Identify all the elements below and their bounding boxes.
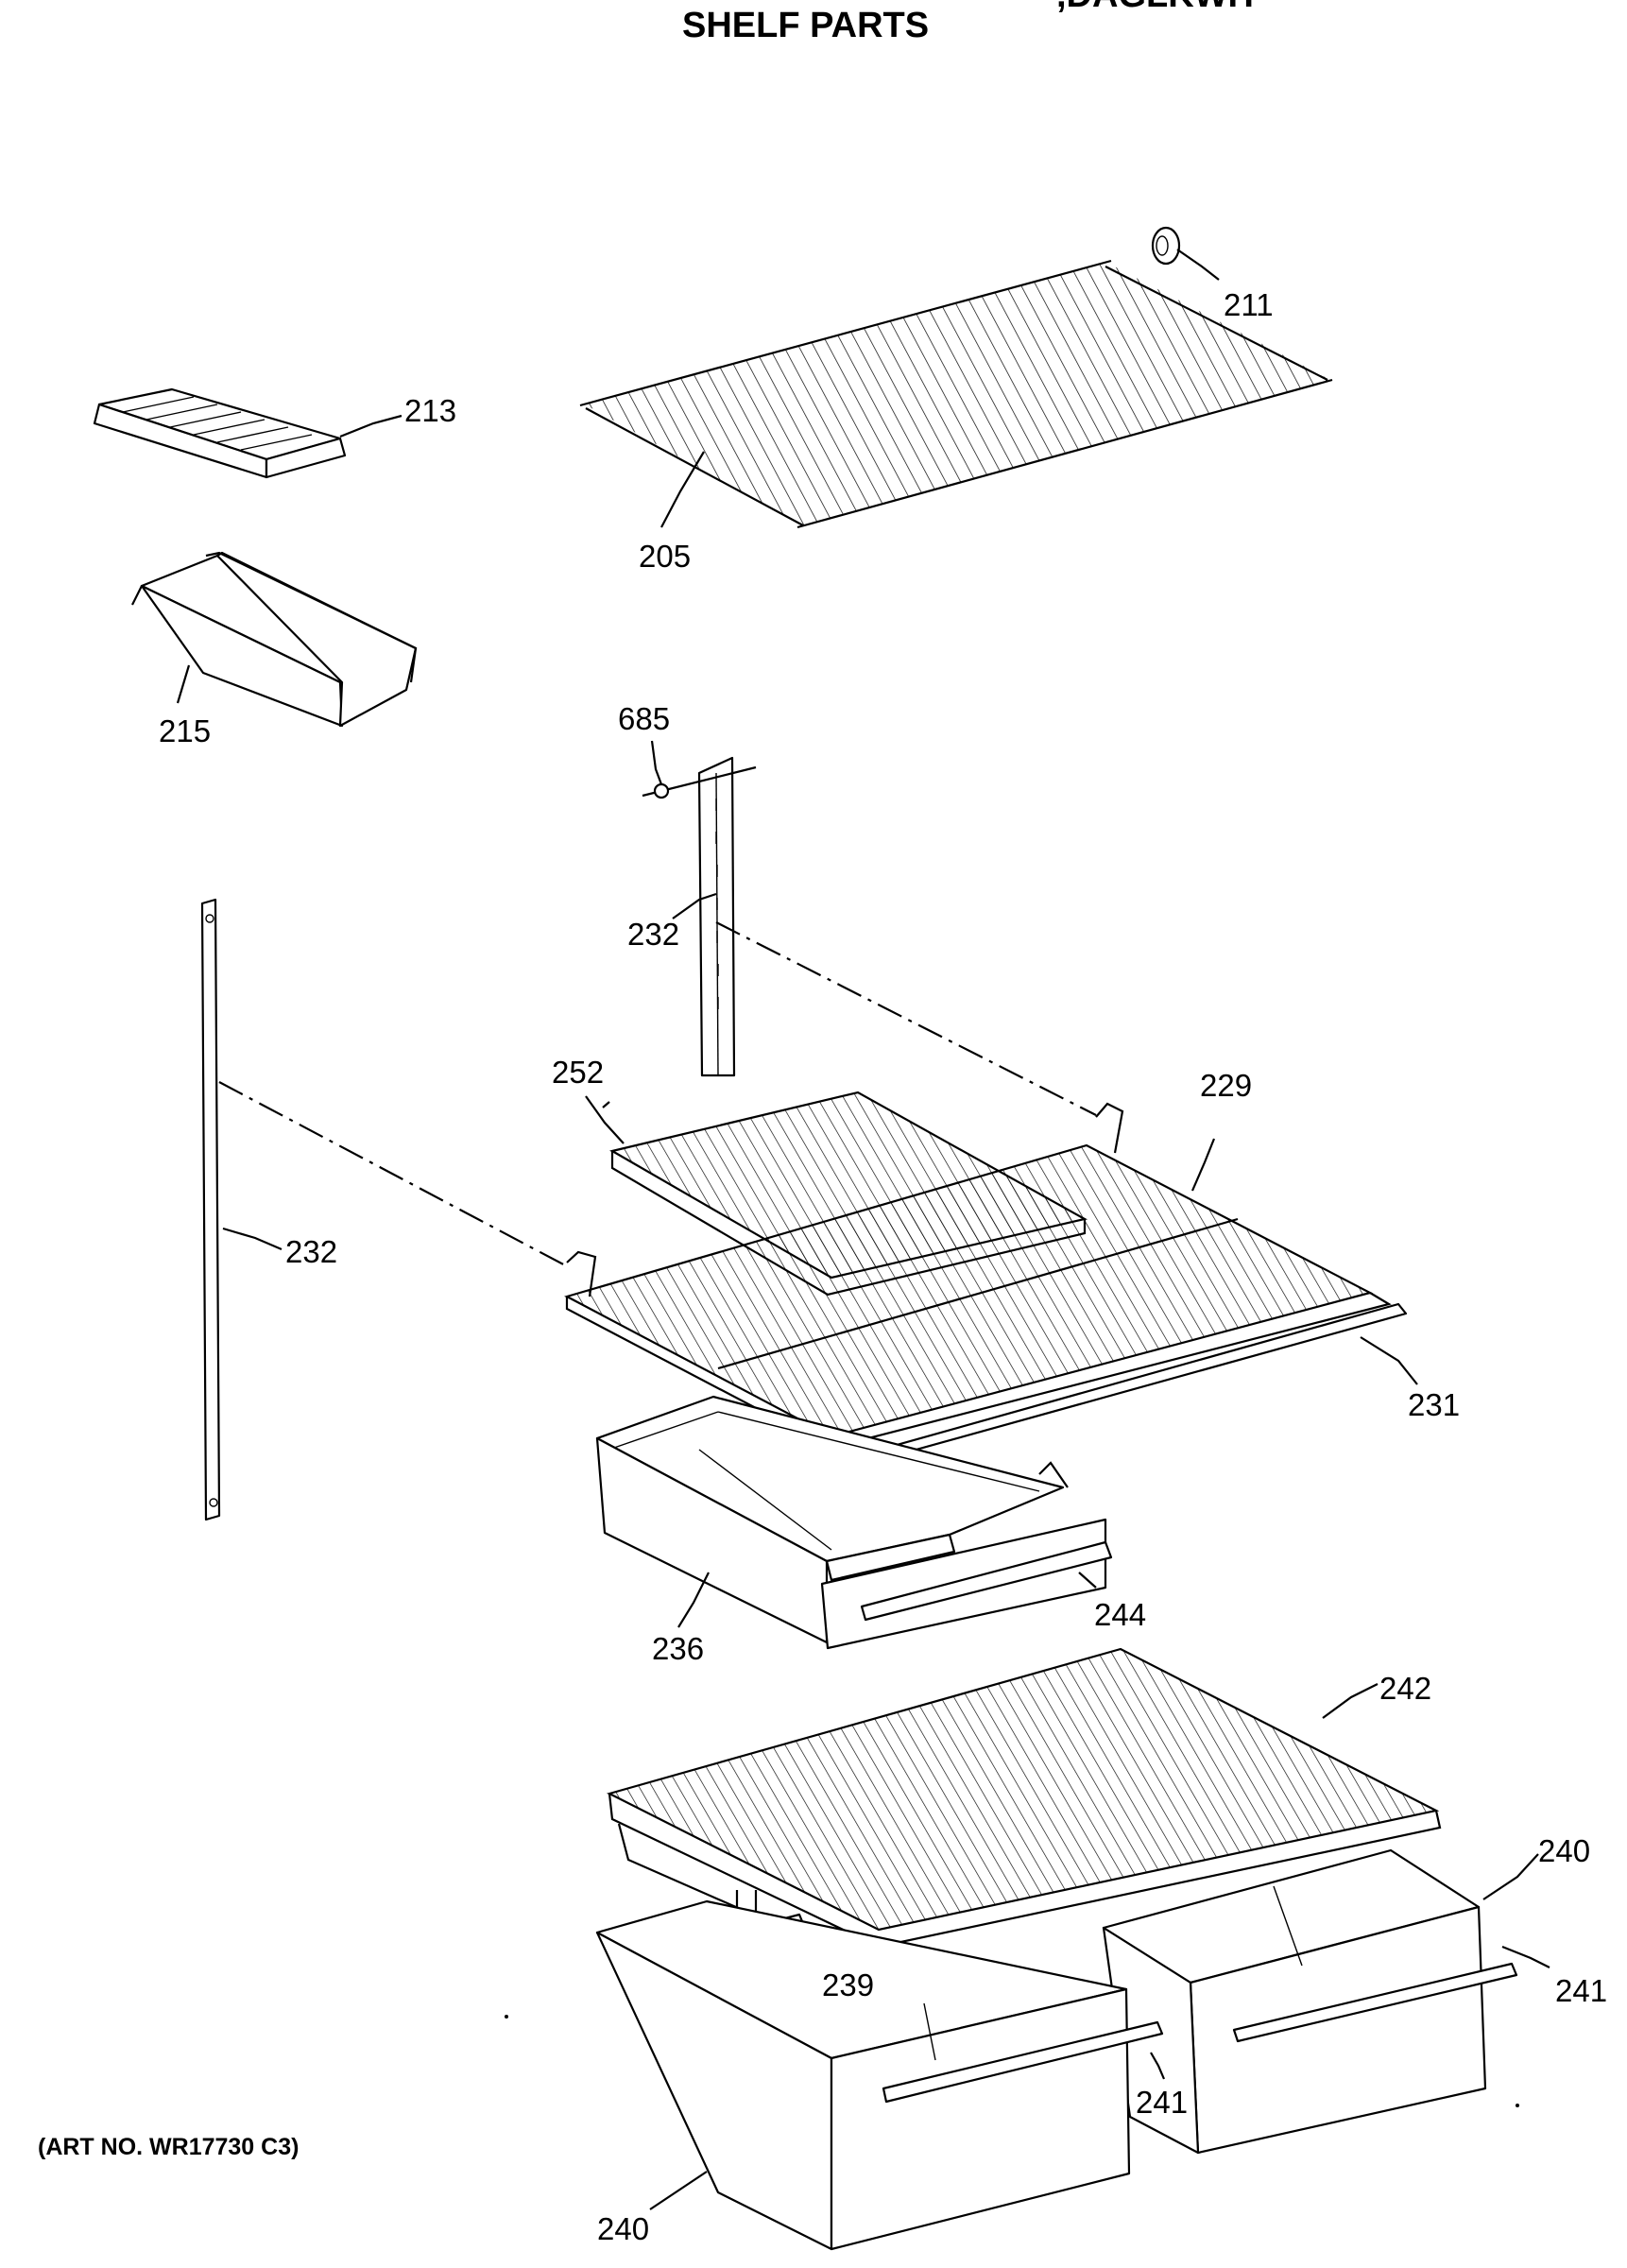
callout-205: 205 bbox=[639, 539, 691, 574]
callout-213: 213 bbox=[404, 393, 456, 428]
crisper-drawer-right-part bbox=[1102, 1848, 1550, 2155]
shelf-insert-part bbox=[585, 1091, 1088, 1297]
meat-pan-part bbox=[595, 1395, 1069, 1644]
ice-tray-part bbox=[93, 387, 402, 479]
callout-240-right: 240 bbox=[1538, 1833, 1590, 1868]
shelf-rail-right-part bbox=[642, 740, 757, 1077]
callout-215: 215 bbox=[159, 713, 211, 748]
callout-685: 685 bbox=[618, 701, 670, 736]
callout-232-left: 232 bbox=[285, 1234, 337, 1269]
callout-231: 231 bbox=[1408, 1387, 1460, 1422]
callout-211: 211 bbox=[1224, 287, 1274, 322]
callout-252: 252 bbox=[552, 1055, 604, 1090]
model-number: ,DAGLKWH bbox=[1056, 0, 1254, 16]
pan-front-part bbox=[820, 1518, 1113, 1650]
grommet-part bbox=[1151, 226, 1220, 281]
callout-241-left: 241 bbox=[1136, 2085, 1188, 2120]
shelf-rail-left-part bbox=[200, 898, 283, 1521]
callout-229: 229 bbox=[1200, 1068, 1252, 1103]
callout-239: 239 bbox=[822, 1967, 874, 2002]
door-bin-part bbox=[131, 551, 418, 728]
callout-244: 244 bbox=[1094, 1597, 1146, 1632]
callout-242: 242 bbox=[1379, 1671, 1431, 1706]
page-title: SHELF PARTS bbox=[682, 6, 930, 45]
callout-241-right: 241 bbox=[1555, 1973, 1607, 2008]
art-number: (ART NO. WR17730 C3) bbox=[38, 2134, 300, 2160]
crisper-drawer-left-part bbox=[595, 1899, 1166, 2251]
callout-240-left: 240 bbox=[597, 2211, 649, 2246]
callout-232-right: 232 bbox=[627, 917, 679, 952]
wire-shelf-part bbox=[579, 259, 1333, 529]
callout-236: 236 bbox=[652, 1631, 704, 1666]
